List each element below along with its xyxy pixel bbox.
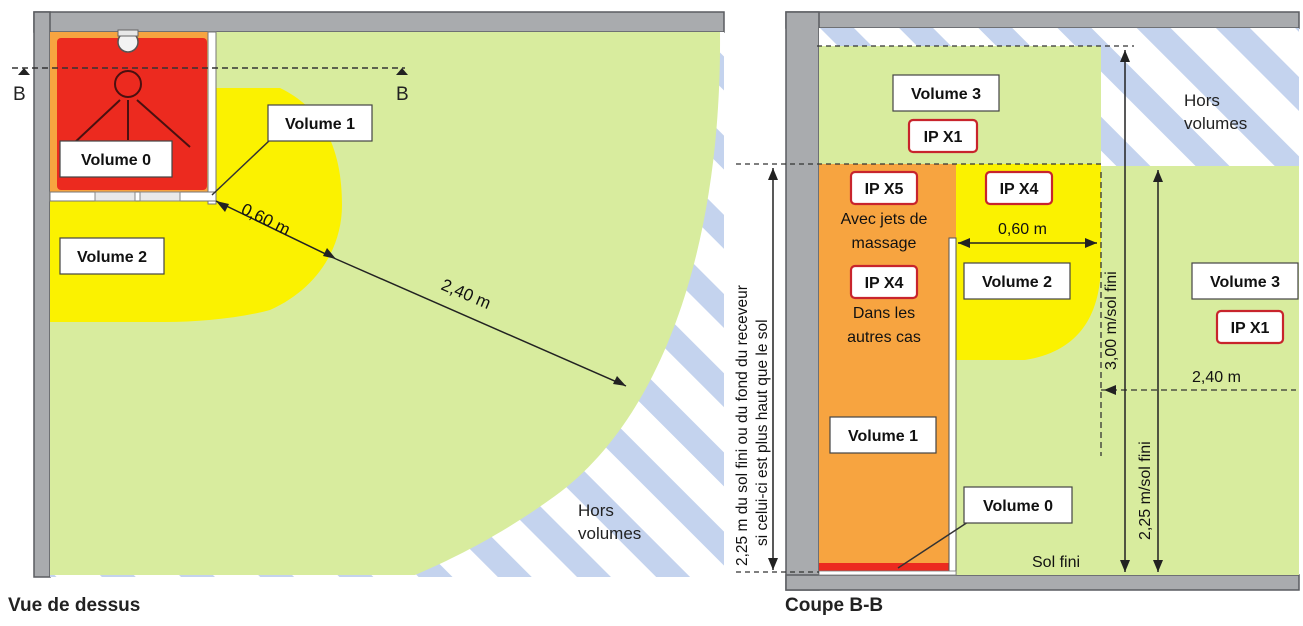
- label-volume3-right: Volume 3: [1210, 274, 1280, 291]
- dim-label-060: 0,60 m: [998, 221, 1047, 238]
- label-ipx1-right: IP X1: [1231, 320, 1270, 337]
- section-zone-orange: [819, 164, 956, 564]
- section-mark-left: B: [13, 84, 26, 105]
- label-ipx5: IP X5: [865, 181, 904, 198]
- drain-icon: [114, 70, 142, 98]
- label-box-ipx1-right: [1215, 309, 1285, 345]
- dim-arrow: [1120, 50, 1130, 62]
- dim-label-225-right: 2,25 m/sol fini: [1137, 441, 1154, 540]
- dim-line-060: [215, 200, 337, 260]
- label-box-volume1: [267, 104, 373, 142]
- dim-label-225-long-1: 2,25 m du sol fini ou du fond du receveu…: [734, 285, 751, 566]
- dim-label-300: 3,00 m/sol fini: [1103, 271, 1120, 370]
- label-box-volume2: [59, 237, 165, 275]
- label-hors-volumes-1: Hors: [1184, 91, 1220, 110]
- label-dans-les-1: Dans les: [853, 305, 915, 322]
- dim-label-225-long-2: si celui-ci est plus haut que le sol: [754, 319, 771, 546]
- section-floor: [785, 574, 1300, 591]
- label-volume1: Volume 1: [285, 116, 355, 133]
- section-arrow-right: [396, 68, 408, 75]
- label-ipx4-v2: IP X4: [1000, 181, 1039, 198]
- label-box-volume3-right: [1191, 262, 1299, 300]
- dim-arrow: [1085, 238, 1097, 248]
- section-zone-red: [819, 563, 949, 572]
- shower-partition-right: [207, 31, 217, 205]
- label-volume1: Volume 1: [848, 428, 918, 445]
- leader-volume0: [897, 521, 969, 569]
- top-wall-top: [33, 11, 725, 33]
- dim-arrow: [1104, 385, 1116, 395]
- top-wall-left: [33, 11, 51, 578]
- dim-arrow: [216, 201, 229, 212]
- label-avec-jets-1: Avec jets de: [841, 211, 928, 228]
- section-arrow-left: [18, 68, 30, 75]
- label-ipx1-upper: IP X1: [924, 129, 963, 146]
- label-hors-volumes-2: volumes: [1184, 114, 1247, 133]
- caption-top-view: Vue de dessus: [8, 595, 141, 616]
- dim-arrow: [613, 376, 626, 386]
- label-box-volume0: [963, 486, 1073, 524]
- dim-arrow: [1120, 560, 1130, 572]
- dim-label-240: 2,40 m: [1192, 369, 1241, 386]
- caption-section-view: Coupe B-B: [785, 595, 884, 616]
- label-box-ipx4-v2: [984, 170, 1054, 206]
- label-avec-jets-2: massage: [852, 235, 917, 252]
- section-zone-yellow: [956, 164, 1101, 360]
- label-volume0: Volume 0: [81, 152, 151, 169]
- label-box-ipx1-upper: [907, 118, 979, 154]
- shower-partition-panel: [139, 191, 181, 202]
- dim-arrow: [323, 248, 336, 259]
- shower-partition-panel: [94, 191, 136, 202]
- dim-arrow: [1153, 170, 1163, 182]
- section-partition: [948, 237, 957, 576]
- section-wall-left: [785, 11, 820, 591]
- label-box-ipx5: [849, 170, 919, 206]
- dim-arrow: [958, 238, 970, 248]
- dim-arrow: [768, 558, 778, 570]
- top-view: B B 0,60 m 2,40 m Volume 0 Volume 1 Volu…: [12, 11, 725, 578]
- slope-line: [136, 99, 191, 148]
- label-volume0: Volume 0: [983, 498, 1053, 515]
- leader-volume1: [211, 139, 271, 196]
- section-view: 3,00 m/sol fini 2,25 m/sol fini 2,25 m d…: [734, 11, 1300, 591]
- section-tray-edge: [818, 570, 957, 576]
- shower-head-mount: [117, 29, 139, 37]
- section-wall-top: [785, 11, 1300, 29]
- label-ipx4-v1: IP X4: [865, 275, 904, 292]
- dim-arrow: [1153, 560, 1163, 572]
- label-box-ipx4-v1: [849, 264, 919, 300]
- label-box-volume3-upper: [892, 74, 1000, 112]
- label-sol-fini: Sol fini: [1032, 554, 1080, 571]
- dim-arrow: [768, 168, 778, 180]
- label-box-volume0: [59, 140, 173, 178]
- label-hors-volumes-1: Hors: [578, 501, 614, 520]
- slope-line: [71, 99, 121, 146]
- label-hors-volumes-2: volumes: [578, 524, 641, 543]
- label-dans-les-2: autres cas: [847, 329, 921, 346]
- dim-line-240: [335, 258, 627, 387]
- label-box-volume2: [963, 262, 1071, 300]
- label-volume2: Volume 2: [77, 249, 147, 266]
- label-volume3-upper: Volume 3: [911, 86, 981, 103]
- label-box-volume1: [829, 416, 937, 454]
- label-volume2: Volume 2: [982, 274, 1052, 291]
- section-mark-right: B: [396, 84, 409, 105]
